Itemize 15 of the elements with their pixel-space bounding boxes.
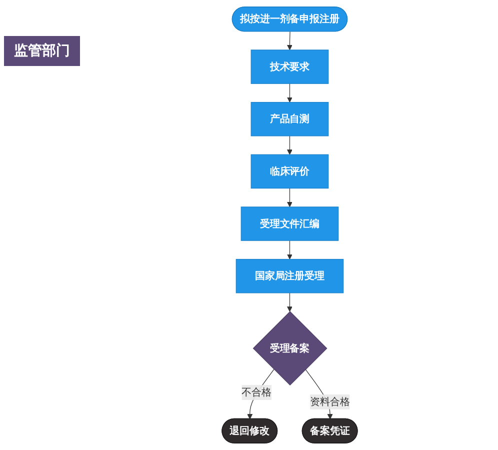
arrow: [287, 83, 293, 103]
legend-swatch: 监管部门: [4, 36, 80, 66]
arrow: [287, 31, 293, 50]
node-diamond: 受理备案: [253, 311, 328, 386]
edge-label: 不合格: [242, 386, 272, 398]
edge-label: 资料合格: [310, 396, 350, 408]
arrow: [287, 240, 293, 260]
node-box: 受理文件汇编: [241, 206, 339, 241]
node-box: 临床评价: [251, 154, 329, 189]
arrow: [287, 292, 293, 312]
node-box: 国家局注册受理: [236, 258, 344, 294]
node-box: 技术要求: [251, 50, 329, 84]
node-box: 产品自测: [251, 102, 329, 136]
arrow: [287, 136, 293, 155]
arrow: [287, 188, 293, 208]
